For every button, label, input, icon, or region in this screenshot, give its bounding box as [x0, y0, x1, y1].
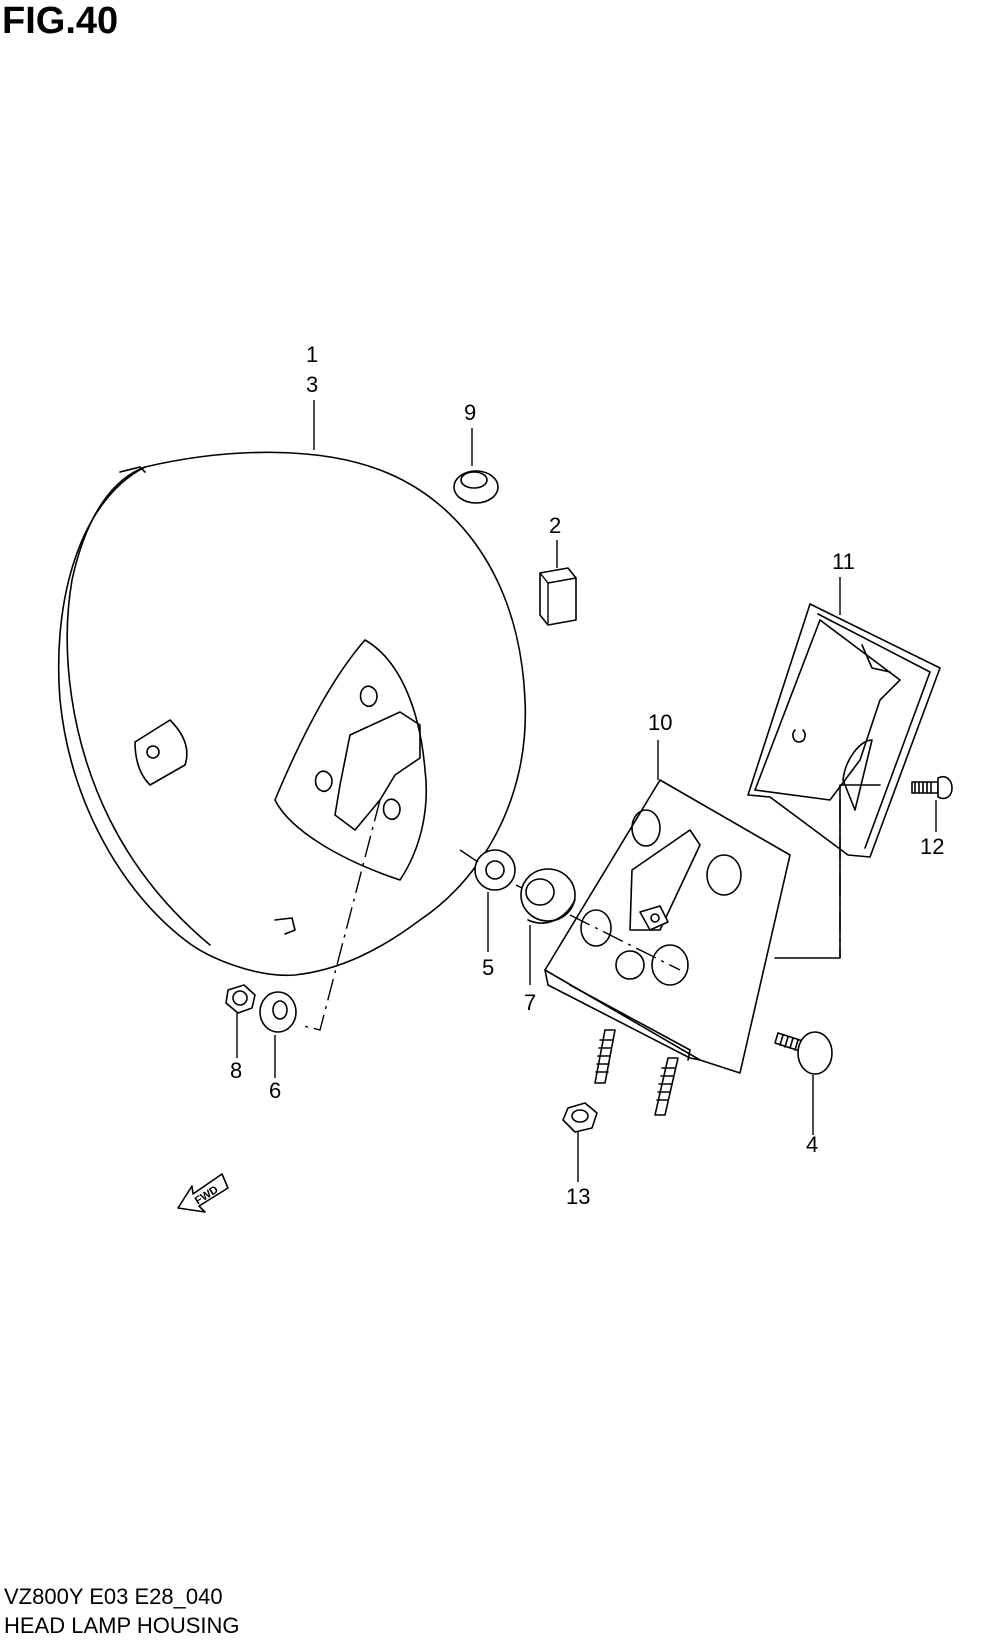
screw-part-12: [911, 775, 953, 832]
part-label-12: 12: [920, 834, 944, 859]
pad-part-2: [539, 540, 577, 626]
part-label-6: 6: [269, 1078, 281, 1103]
grommet-part-7: [520, 868, 576, 985]
washer-part-6: [259, 991, 297, 1078]
part-label-10: 10: [648, 710, 672, 735]
bracket-part-10: [544, 740, 791, 1116]
part-label-1: 1: [306, 342, 318, 367]
fwd-direction-arrow: FWD: [177, 1173, 229, 1213]
nut-part-8: [225, 984, 256, 1058]
part-label-2: 2: [549, 513, 561, 538]
bolt-part-4: [774, 1031, 833, 1135]
grommet-part-5: [474, 849, 516, 952]
part-number-labels: 1 3 9 2 11 10 12 5 7 8 6 4 13: [230, 342, 944, 1209]
figure-title: FIG.40: [2, 0, 119, 42]
part-label-13: 13: [566, 1184, 590, 1209]
part-label-9: 9: [464, 400, 476, 425]
model-code: VZ800Y E03 E28_040: [4, 1584, 223, 1609]
diagram-name: HEAD LAMP HOUSING: [4, 1613, 240, 1638]
assembly-lines: [299, 784, 881, 1031]
part-label-8: 8: [230, 1058, 242, 1083]
grommet-part-9: [453, 428, 499, 504]
part-label-7: 7: [524, 990, 536, 1015]
part-label-3: 3: [306, 372, 318, 397]
nut-part-13: [562, 1102, 598, 1182]
cover-part-11: [747, 577, 941, 858]
part-label-5: 5: [482, 955, 494, 980]
part-label-11: 11: [832, 549, 855, 574]
headlamp-housing-shell: [57, 451, 527, 977]
part-label-4: 4: [806, 1132, 818, 1157]
